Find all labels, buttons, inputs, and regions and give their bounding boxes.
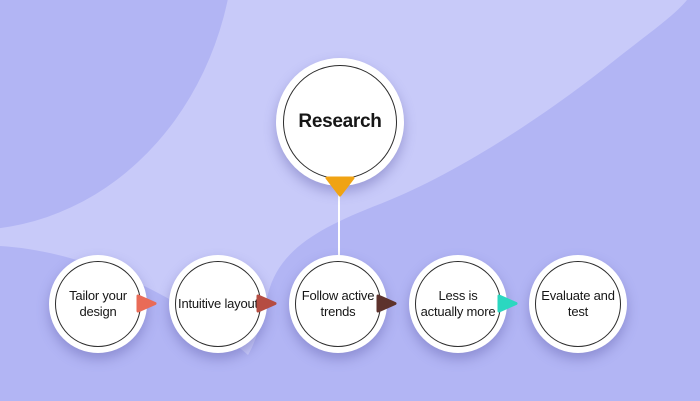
flow-arrow-2-icon — [256, 294, 277, 313]
node-label: Evaluate and test — [541, 287, 615, 319]
node-label: Follow active trends — [301, 287, 375, 319]
node-research-border: Research — [283, 65, 397, 179]
node-intuitive-layout: Intuitive layout — [169, 255, 267, 353]
node-less-is-actually-more: Less is actually more — [409, 255, 507, 353]
node-border: Intuitive layout — [175, 261, 261, 347]
connector-line — [338, 184, 340, 262]
node-border: Evaluate and test — [535, 261, 621, 347]
node-label: Tailor your design — [69, 287, 127, 319]
node-border: Less is actually more — [415, 261, 501, 347]
node-tailor-your-design: Tailor your design — [49, 255, 147, 353]
node-label: Intuitive layout — [178, 295, 258, 311]
node-border: Follow active trends — [295, 261, 381, 347]
node-label: Less is actually more — [420, 287, 496, 319]
node-research: Research — [276, 58, 404, 186]
flow-arrow-1-icon — [136, 294, 157, 313]
background-blob-top-left — [0, 0, 228, 229]
node-follow-active-trends: Follow active trends — [289, 255, 387, 353]
root-pointer-triangle-icon — [325, 176, 355, 197]
node-evaluate-and-test: Evaluate and test — [529, 255, 627, 353]
flow-arrow-4-icon — [497, 294, 518, 313]
flow-arrow-3-icon — [376, 294, 397, 313]
node-research-label: Research — [298, 111, 382, 132]
node-border: Tailor your design — [55, 261, 141, 347]
